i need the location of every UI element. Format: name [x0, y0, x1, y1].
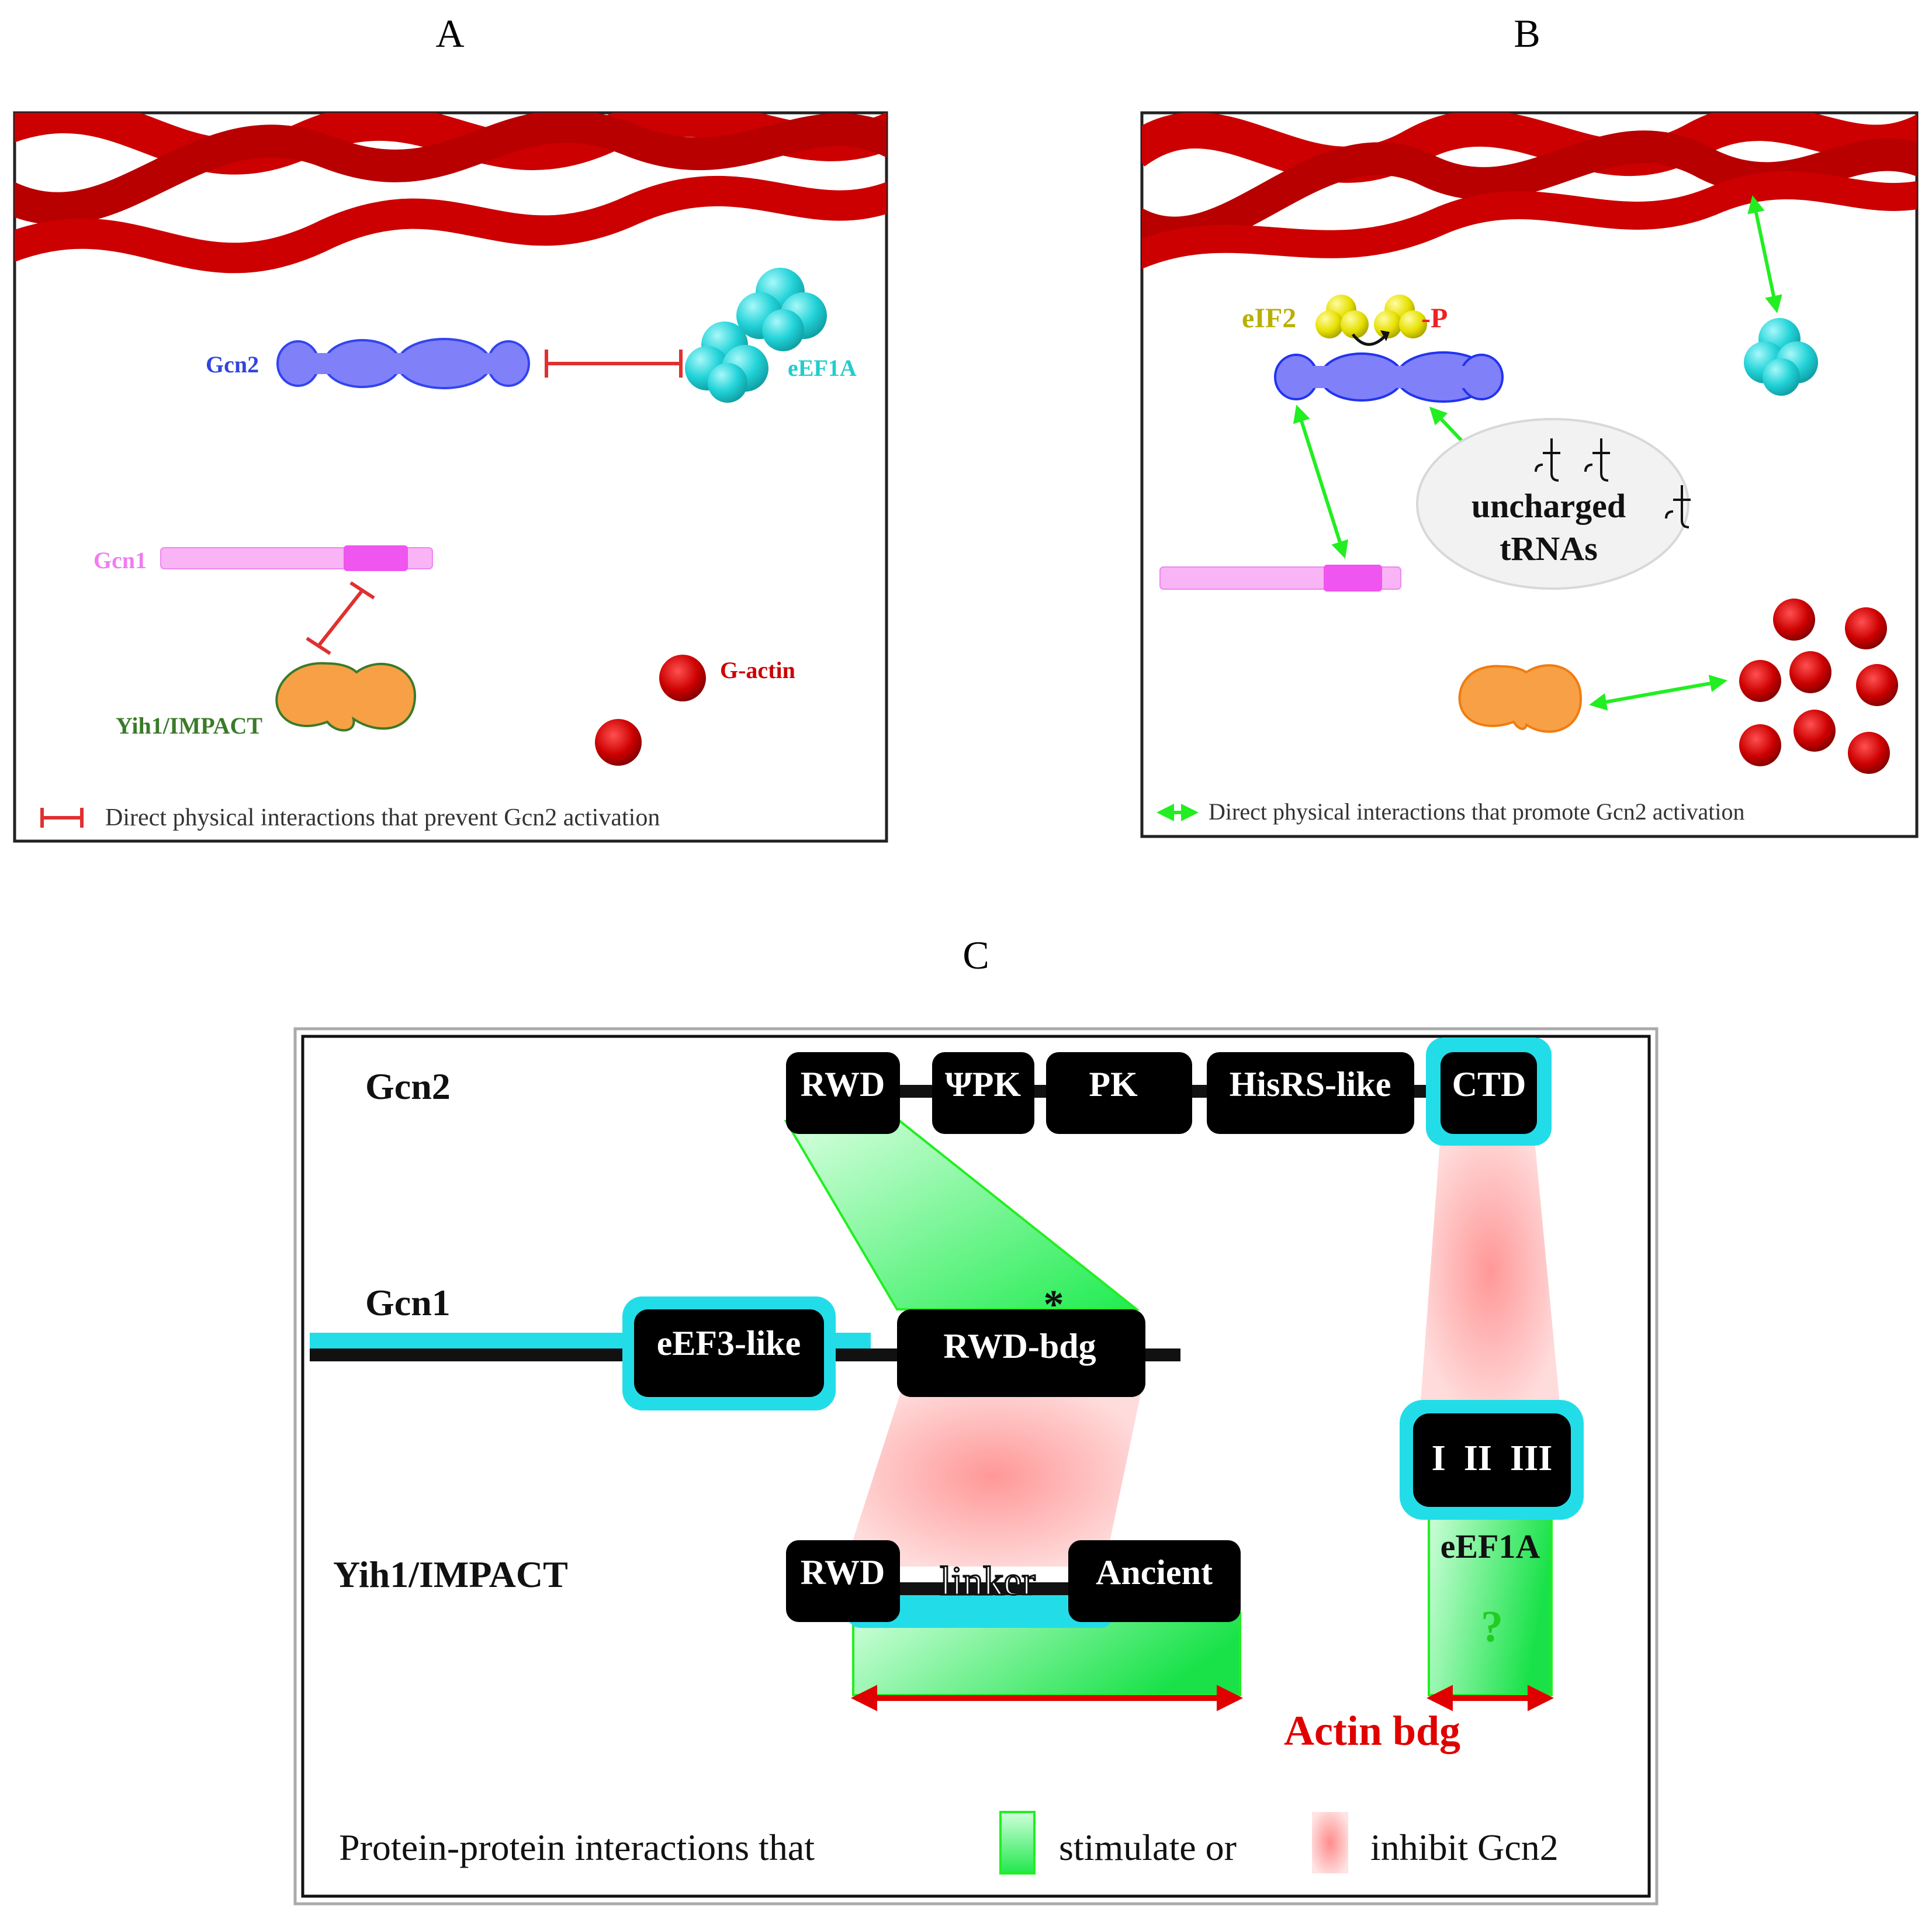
- eif2-label: eIF2: [1242, 303, 1296, 334]
- g-actin-cluster-b: [1739, 599, 1898, 774]
- tbar-bottom: [306, 637, 331, 655]
- svg-text:RWD: RWD: [801, 1065, 885, 1104]
- eif2-molecule-1: [1315, 295, 1369, 338]
- trna-icon-3: [1665, 485, 1691, 528]
- eif2-molecule-2: [1374, 295, 1427, 338]
- panel-c: Gcn2 RWD ΨPK PK HisRS-like CTD Gcn1: [293, 1027, 1659, 1906]
- legend-c-prefix: Protein-protein interactions that: [339, 1827, 815, 1868]
- panel-c-frame: [301, 1035, 1651, 1898]
- gcn1-domain-rwd-bdg: RWD-bdg: [897, 1309, 1145, 1397]
- tbar-top: [349, 581, 375, 600]
- svg-text:ΨPK: ΨPK: [945, 1065, 1021, 1104]
- yih1-protein-b: [1458, 664, 1583, 733]
- gcn2-domain-rwd: RWD: [786, 1052, 900, 1134]
- actin-bdg-label: Actin bdg: [1284, 1707, 1460, 1754]
- legend-c-inhibit: inhibit Gcn2: [1370, 1827, 1559, 1868]
- inhibit-region-gcn1-yih1: [844, 1385, 1142, 1567]
- yih1-label-c: Yih1/IMPACT: [333, 1554, 568, 1595]
- legend-inhibit-swatch: [1312, 1812, 1348, 1873]
- gcn2-label-c: Gcn2: [365, 1066, 451, 1107]
- gcn1-label-c: Gcn1: [365, 1282, 451, 1323]
- yih1-cyan-bar: [847, 1590, 1113, 1628]
- gcn2-protein-b: [1274, 351, 1504, 403]
- f-actin-filament-b: [1142, 113, 1917, 269]
- inhibit-region-ctd-eef1a: [1420, 1134, 1560, 1409]
- f-actin-filament-a: [15, 113, 887, 274]
- phosphorylation-arrow: [1352, 333, 1386, 346]
- legend-b-text: Direct physical interactions that promot…: [1209, 798, 1744, 825]
- trna-bubble: [1416, 418, 1689, 590]
- eef1a-molecule-a: [685, 321, 768, 403]
- yih1-protein-a: [275, 662, 417, 732]
- yih1-domain-rwd: RWD: [786, 1540, 900, 1622]
- g-actin-a-1: [659, 655, 706, 701]
- eef1a-molecule-a-top: [736, 268, 827, 351]
- trna-icon-2: [1584, 438, 1610, 482]
- svg-text:I II III: I II III: [1432, 1439, 1553, 1478]
- svg-text:PK: PK: [1089, 1065, 1138, 1104]
- yih1-domain-linker: linker: [940, 1559, 1035, 1604]
- stimulate-region-eef1a-actin: [1428, 1495, 1553, 1696]
- gcn1-domain-eef3: eEF3-like: [634, 1309, 824, 1397]
- legend-a-text: Direct physical interactions that preven…: [105, 804, 660, 831]
- uncharged-label: uncharged: [1471, 487, 1626, 525]
- gcn1-asterisk: *: [1044, 1282, 1064, 1327]
- gcn2-domain-hisrs: HisRS-like: [1207, 1052, 1414, 1134]
- panel-b: eIF2 -P uncharged tRNAs: [1140, 111, 1919, 838]
- gcn2-domain-pk: PK: [1046, 1052, 1192, 1134]
- g-actin-a-2: [595, 719, 642, 766]
- svg-text:eEF3-like: eEF3-like: [657, 1324, 801, 1363]
- svg-text:CTD: CTD: [1452, 1065, 1526, 1104]
- phosphorylation-arrowhead: [1380, 330, 1390, 341]
- svg-text:RWD-bdg: RWD-bdg: [943, 1327, 1096, 1365]
- gcn2-domain-psipk: ΨPK: [932, 1052, 1034, 1134]
- phospho-label: -P: [1421, 303, 1448, 334]
- panel-letter-b: B: [1514, 11, 1540, 56]
- gcn2-label-a: Gcn2: [206, 351, 259, 378]
- svg-text:RWD: RWD: [801, 1553, 885, 1592]
- eef1a-label-c: eEF1A: [1441, 1527, 1540, 1565]
- eef1a-domains: I II III: [1413, 1413, 1571, 1507]
- gcn1-protein-b: [1159, 565, 1401, 592]
- legend-inhibit-symbol: [40, 808, 84, 828]
- gcn2-protein-a: [276, 338, 530, 389]
- gcn2-domain-ctd: CTD: [1441, 1052, 1537, 1134]
- legend-stimulate-swatch: [999, 1811, 1036, 1875]
- panel-a: F-actin Gcn2 eEF1A Gcn1: [13, 111, 888, 843]
- legend-c-stimulate: stimulate or: [1059, 1827, 1237, 1868]
- svg-text:HisRS-like: HisRS-like: [1230, 1065, 1391, 1104]
- arrow-actin-eef1a: [1747, 195, 1782, 313]
- panel-letter-a: A: [435, 11, 464, 56]
- yih1-domain-ancient: Ancient: [1068, 1540, 1241, 1622]
- eef1a-label-a: eEF1A: [788, 355, 857, 381]
- inhibition-gcn1-yih1: [317, 589, 364, 647]
- eef1a-question: ?: [1481, 1602, 1503, 1651]
- yih1-label-a: Yih1/IMPACT: [116, 713, 262, 739]
- trna-icon-1: [1535, 438, 1560, 482]
- panel-letter-c: C: [962, 933, 989, 977]
- svg-text:Ancient: Ancient: [1096, 1553, 1213, 1592]
- gcn1-label-a: Gcn1: [94, 547, 147, 573]
- f-actin-label-a: F-actin: [168, 242, 240, 268]
- gcn1-protein-a: [160, 545, 433, 571]
- arrow-yih1-gactin: [1589, 675, 1727, 711]
- g-actin-label-a: G-actin: [720, 657, 795, 683]
- arrow-gcn2-gcn1: [1293, 404, 1349, 559]
- eef1a-molecule-b: [1744, 318, 1818, 396]
- trnas-label: tRNAs: [1500, 530, 1598, 568]
